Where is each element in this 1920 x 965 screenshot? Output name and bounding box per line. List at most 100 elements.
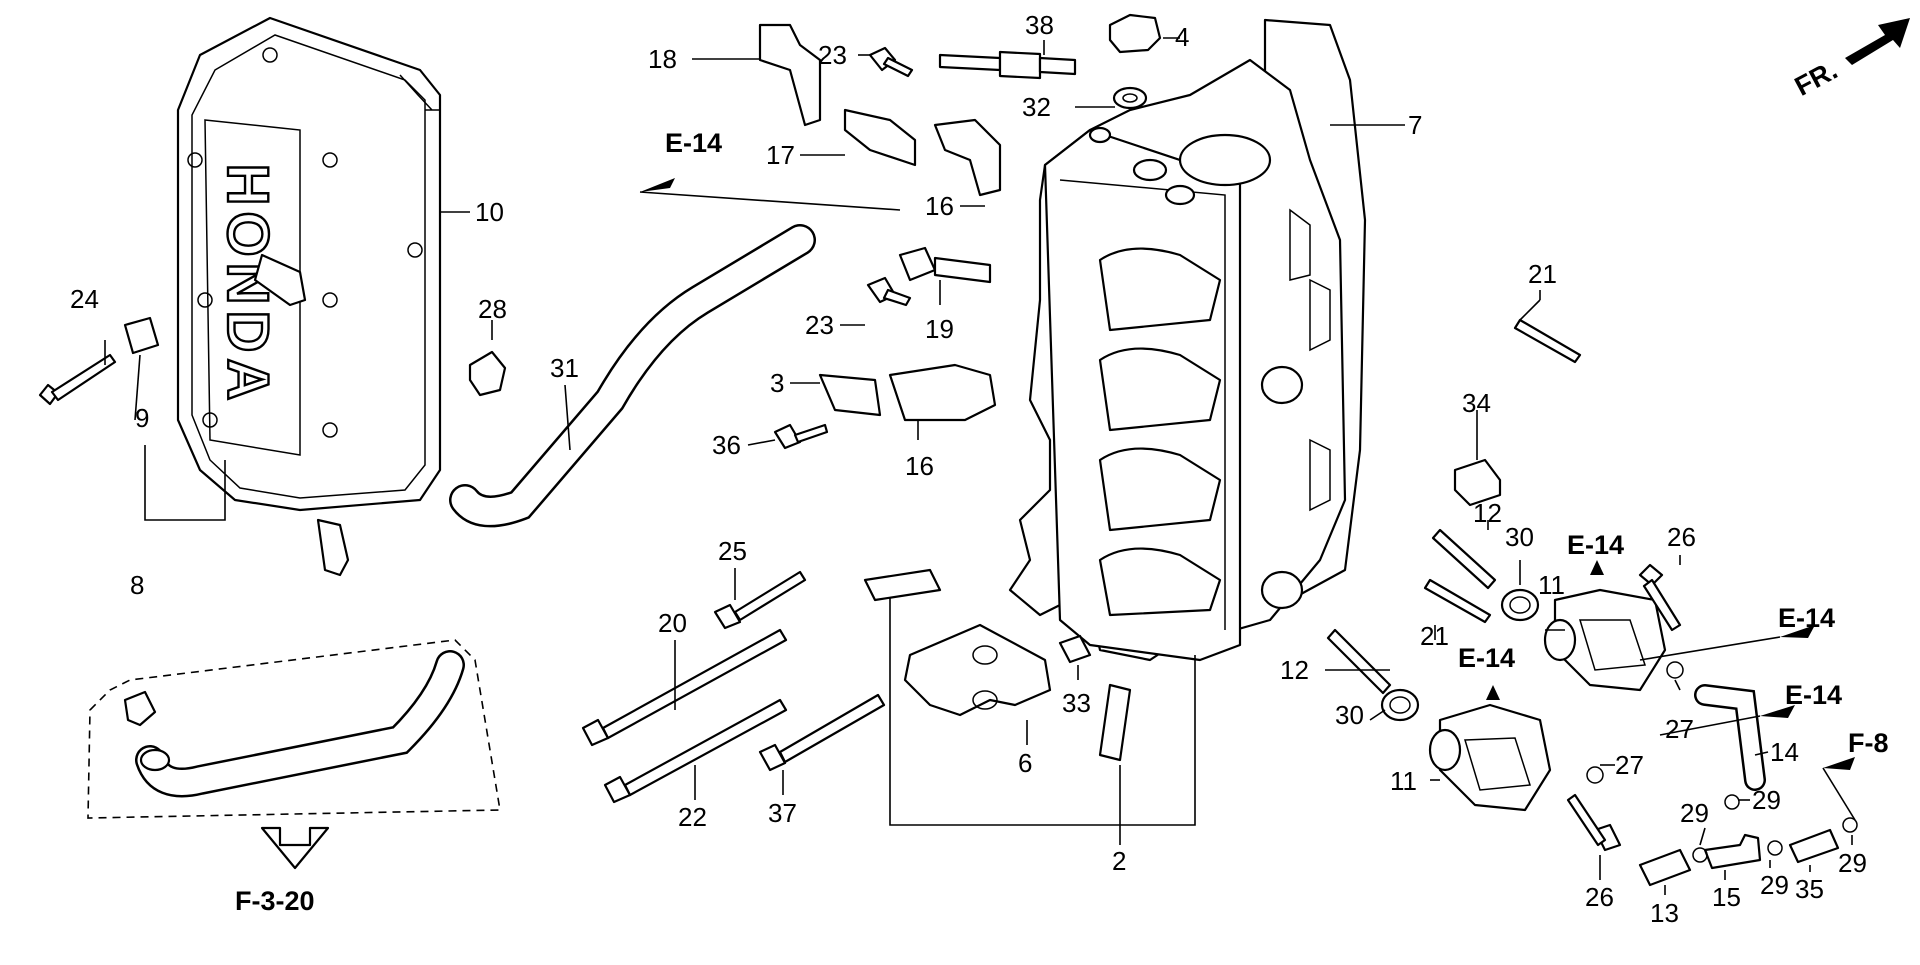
callout-29: 29 xyxy=(1838,848,1867,878)
callout-labels: 18 23 38 4 32 7 17 16 10 21 24 28 31 23 … xyxy=(70,10,1867,928)
callout-16: 16 xyxy=(905,451,934,481)
callout-24: 24 xyxy=(70,284,99,314)
callout-23: 23 xyxy=(805,310,834,340)
ref-e14: E-14 xyxy=(1567,530,1624,560)
callout-26: 26 xyxy=(1667,522,1696,552)
bolt-22 xyxy=(603,698,788,804)
cover-bolt-holes xyxy=(187,47,423,438)
callout-9: 9 xyxy=(135,403,149,433)
callout-16: 16 xyxy=(925,191,954,221)
bracket-17 xyxy=(843,108,917,167)
clip-29-b xyxy=(1692,847,1708,863)
callout-36: 36 xyxy=(712,430,741,460)
ref-e14: E-14 xyxy=(1778,603,1835,633)
callout-20: 20 xyxy=(658,608,687,638)
collar-9 xyxy=(123,316,160,355)
bolt-23-top xyxy=(868,46,914,78)
ref-f-3-20: F-3-20 xyxy=(235,886,315,916)
callout-30: 30 xyxy=(1335,700,1364,730)
callout-4: 4 xyxy=(1175,22,1189,52)
down-arrow-icon xyxy=(260,826,330,870)
callout-26: 26 xyxy=(1585,882,1614,912)
stud-21-lower xyxy=(1423,578,1492,624)
callout-34: 34 xyxy=(1462,388,1491,418)
callout-28: 28 xyxy=(478,294,507,324)
bolt-20 xyxy=(581,628,788,747)
callout-8: 8 xyxy=(130,570,144,600)
e14-arrow-icons xyxy=(640,178,1855,770)
hose-detail-box xyxy=(87,639,501,819)
clip-27-lower xyxy=(1586,766,1604,784)
callout-31: 31 xyxy=(550,353,579,383)
valve-guide-2-bottom xyxy=(1098,683,1132,762)
hose-14 xyxy=(1694,684,1766,791)
cylinder-head-cover: HONDA xyxy=(176,16,442,577)
bolt-24 xyxy=(38,353,117,406)
bolt-25 xyxy=(713,570,807,630)
breather-hose-31 xyxy=(449,224,816,528)
cylinder-head xyxy=(1008,58,1347,662)
callout-35: 35 xyxy=(1795,874,1824,904)
callout-23: 23 xyxy=(818,40,847,70)
ref-e14: E-14 xyxy=(1785,680,1842,710)
direction-label: FR. xyxy=(1790,55,1842,102)
spark-plug-38 xyxy=(938,50,1077,80)
bolt-26-upper xyxy=(1638,563,1682,632)
callout-30: 30 xyxy=(1505,522,1534,552)
sensor-19 xyxy=(898,246,992,284)
valve-guide-bracket-line xyxy=(889,598,1196,826)
callout-10: 10 xyxy=(475,197,504,227)
reference-labels: E-14 E-14 E-14 E-14 E-14 F-8 F-3-20 FR. xyxy=(235,55,1889,916)
callout-18: 18 xyxy=(648,44,677,74)
callout-15: 15 xyxy=(1712,882,1741,912)
fuel-pump-11-upper xyxy=(1543,588,1667,692)
callout-7: 7 xyxy=(1408,110,1422,140)
bracket-18 xyxy=(758,23,822,127)
callout-11: 11 xyxy=(1390,766,1417,796)
stud-21-upper xyxy=(1513,318,1582,364)
callout-14: 14 xyxy=(1770,737,1799,767)
clip-29-d xyxy=(1842,817,1858,833)
callout-29: 29 xyxy=(1680,798,1709,828)
clip-29-a xyxy=(1724,794,1740,810)
plug-4 xyxy=(1108,13,1162,54)
callout-11: 11 xyxy=(1538,570,1565,600)
ref-e14: E-14 xyxy=(1458,643,1515,673)
callout-27: 27 xyxy=(1665,714,1694,744)
bolt-23-mid xyxy=(866,276,912,307)
clip-29-c xyxy=(1767,840,1783,856)
hose-13 xyxy=(1638,848,1692,887)
valve-guide-2-left xyxy=(863,568,942,602)
callout-2: 2 xyxy=(1112,846,1126,876)
joint-15 xyxy=(1703,833,1762,870)
callout-22: 22 xyxy=(678,802,707,832)
pin-12-lower xyxy=(1326,628,1392,695)
bolt-26-lower xyxy=(1566,793,1622,852)
o-ring-30-lower xyxy=(1380,688,1420,722)
bolt-36 xyxy=(773,423,829,450)
ref-e14: E-14 xyxy=(665,128,722,158)
clamp-16-bottom xyxy=(888,363,997,422)
cam-journals xyxy=(1098,247,1222,617)
collar-33 xyxy=(1058,634,1092,664)
clamp-16-top xyxy=(933,118,1002,197)
callout-37: 37 xyxy=(768,798,797,828)
dowel-34 xyxy=(1453,458,1502,507)
callout-21: 21 xyxy=(1528,259,1557,289)
bolt-37 xyxy=(758,693,886,772)
callout-6: 6 xyxy=(1018,748,1032,778)
callout-13: 13 xyxy=(1650,898,1679,928)
callout-25: 25 xyxy=(718,536,747,566)
callout-21: 21 xyxy=(1420,621,1449,651)
o-ring-30-upper xyxy=(1500,588,1540,622)
callout-29: 29 xyxy=(1752,785,1781,815)
callout-12: 12 xyxy=(1280,655,1309,685)
fuel-pump-11-lower xyxy=(1428,703,1552,812)
hose-35 xyxy=(1788,828,1840,864)
callout-33: 33 xyxy=(1062,688,1091,718)
callout-12: 12 xyxy=(1473,498,1502,528)
leader-lines xyxy=(104,37,1856,895)
front-direction-arrow xyxy=(1845,18,1910,65)
head-water-passages xyxy=(1289,208,1331,512)
